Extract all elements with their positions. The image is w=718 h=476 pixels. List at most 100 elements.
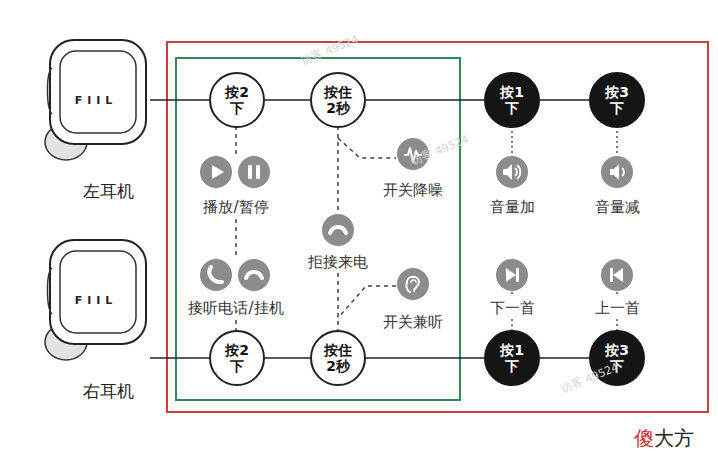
ear-icon <box>397 268 429 300</box>
function-label: 开关兼听 <box>383 313 443 332</box>
connector-line <box>540 357 589 359</box>
prev-icon <box>610 268 613 282</box>
button-circle: 按1下 <box>484 330 540 386</box>
prev-icon <box>613 268 623 282</box>
function-label: 下一首 <box>490 299 535 318</box>
connector-line <box>366 357 484 359</box>
next-icon <box>496 259 528 291</box>
hangup-icon <box>238 259 270 291</box>
earbud-drawing <box>60 251 136 333</box>
button-text: 按住 2秒 <box>321 342 355 374</box>
button-circle: 按3下 <box>589 72 645 128</box>
leader-line <box>511 292 513 297</box>
brand-logo: FIIL <box>42 94 150 107</box>
play-icon <box>200 156 232 188</box>
button-circle: 按3下 <box>589 330 645 386</box>
earbud: FIIL左耳机 <box>42 38 150 164</box>
function-label: 开关降噪 <box>383 181 443 200</box>
connector-line <box>150 99 209 101</box>
noise-icon <box>397 138 429 170</box>
earbud-label: 左耳机 <box>83 180 134 203</box>
ear-icon <box>411 280 416 283</box>
button-text: 按住 2秒 <box>321 84 355 116</box>
volume-up-icon <box>503 164 512 180</box>
function-label: 播放/暂停 <box>203 198 268 217</box>
connector-line <box>265 357 310 359</box>
button-circle: 按住 2秒 <box>310 72 366 128</box>
noise-icon <box>404 148 422 162</box>
earbud-drawing <box>42 38 150 164</box>
answer-icon <box>200 259 232 291</box>
leader-line <box>616 126 618 155</box>
leader-line <box>511 319 513 332</box>
reject-icon <box>322 214 354 246</box>
reject-icon <box>330 227 346 233</box>
leader-line <box>616 319 618 332</box>
answer-icon <box>200 259 232 291</box>
noise-icon <box>397 138 429 170</box>
button-text: 按1下 <box>495 84 529 116</box>
function-label: 上一首 <box>595 299 640 318</box>
green-frame <box>176 58 460 400</box>
function-label: 音量减 <box>595 198 640 217</box>
pause-icon <box>248 165 252 179</box>
connector-line <box>265 99 310 101</box>
hangup-icon <box>246 272 262 278</box>
leader-line <box>337 273 339 332</box>
button-text: 按1下 <box>495 342 529 374</box>
earbud-drawing <box>42 238 150 364</box>
watermark: 访客 49524 <box>299 32 361 69</box>
button-text: 按3下 <box>600 342 634 374</box>
earbud-label: 右耳机 <box>83 380 134 403</box>
volume-up-icon <box>517 165 520 179</box>
button-circle: 按1下 <box>484 72 540 128</box>
volume-down-icon <box>622 168 624 176</box>
watermark-brand: 傻大方 <box>634 425 694 452</box>
next-icon <box>506 268 516 282</box>
connector-line <box>150 357 209 359</box>
play-icon <box>212 165 224 179</box>
earbud: FIIL右耳机 <box>42 238 150 364</box>
earbud-drawing <box>48 268 53 314</box>
leader-line <box>235 219 237 258</box>
watermark: 访客 49524 <box>409 132 471 169</box>
button-circle: 按住 2秒 <box>310 330 366 386</box>
volume-up-icon <box>496 156 528 188</box>
prev-icon <box>601 259 633 291</box>
leader-line <box>236 126 396 332</box>
earbud-drawing <box>50 40 146 144</box>
ear-icon <box>406 277 419 292</box>
button-text: 按2下 <box>220 84 254 116</box>
leader-line <box>616 292 618 297</box>
pause-icon <box>238 156 270 188</box>
leader-line <box>511 126 513 155</box>
connector-line <box>540 99 589 101</box>
leader-line <box>235 126 237 154</box>
function-label: 音量加 <box>490 198 535 217</box>
volume-up-icon <box>515 168 517 176</box>
button-circle: 按2下 <box>209 330 265 386</box>
volume-down-icon <box>601 156 633 188</box>
next-icon <box>496 259 528 291</box>
earbud-drawing <box>50 240 146 344</box>
leader-line <box>338 286 396 318</box>
reject-icon <box>322 214 354 246</box>
button-text: 按2下 <box>220 342 254 374</box>
leader-line <box>512 126 617 332</box>
next-icon <box>516 268 519 282</box>
volume-down-icon <box>610 164 619 180</box>
ear-icon <box>397 268 429 300</box>
button-text: 按3下 <box>600 84 634 116</box>
answer-icon <box>209 267 222 282</box>
function-label: 接听电话/挂机 <box>188 299 283 318</box>
prev-icon <box>601 259 633 291</box>
function-label: 拒接来电 <box>308 253 368 272</box>
volume-up-icon <box>496 156 528 188</box>
leader-line <box>235 320 237 332</box>
hangup-icon <box>238 259 270 291</box>
connector-line <box>366 99 484 101</box>
